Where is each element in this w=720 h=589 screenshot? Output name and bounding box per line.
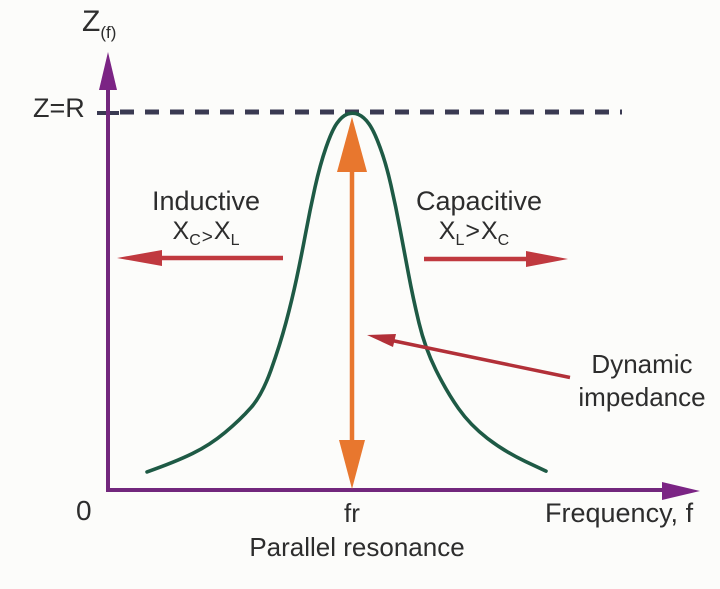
capacitive-arrow-right-icon [526,251,568,267]
y-axis-label-sub: (f) [100,23,117,42]
capacitive-region-condition: XL>XC [438,217,510,249]
inductive-region-title: Inductive [151,186,261,216]
inductive-arrow-left-icon [117,250,162,266]
y-axis-arrowhead-icon [99,52,117,90]
x-axis-label: Frequency, f [545,498,694,528]
y-axis-label: Z(f) [82,5,116,43]
capacitive-region-title: Capacitive [415,186,543,216]
y-axis-label-main: Z [82,5,101,38]
origin-label: 0 [76,495,92,526]
impedance-curve [145,111,548,474]
dynamic-impedance-arrow-down-icon [339,440,365,489]
dynamic-impedance-arrow-up-icon [337,117,367,172]
dynamic-impedance-callout-arrowhead-icon [367,334,396,347]
dynamic-impedance-callout-shaft [391,338,571,380]
resonant-frequency-label: fr [344,498,360,528]
inductive-region-condition: XC>XL [172,217,240,249]
z-equals-r-label: Z=R [33,93,85,123]
x-axis-arrowhead-icon [662,482,700,500]
figure-caption: Parallel resonance [249,532,465,562]
